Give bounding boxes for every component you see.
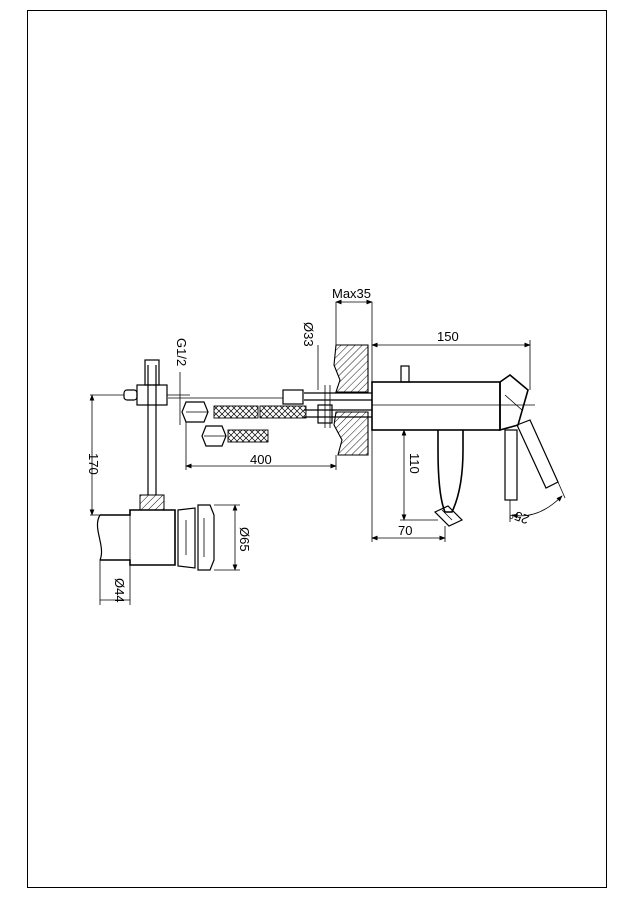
dim-25deg: 25° [507, 506, 531, 527]
dim-170: 170 [86, 453, 101, 475]
angle-valve [96, 359, 215, 571]
dim-d33: Ø33 [301, 322, 316, 347]
dim-70: 70 [398, 523, 412, 538]
dim-d44: Ø44 [112, 578, 127, 603]
wall-section [333, 344, 369, 456]
dim-110: 110 [407, 453, 422, 474]
dim-g12: G1/2 [174, 338, 189, 366]
dim-150: 150 [437, 329, 459, 344]
dim-400: 400 [250, 452, 272, 467]
mixer-body [371, 365, 559, 527]
dim-max35: Max35 [332, 286, 371, 301]
drawing-frame [27, 10, 607, 888]
inlet-pipes [282, 385, 372, 428]
braided-hoses [168, 397, 307, 447]
dim-d65: Ø65 [237, 527, 252, 552]
dimension-lines [89, 299, 566, 605]
